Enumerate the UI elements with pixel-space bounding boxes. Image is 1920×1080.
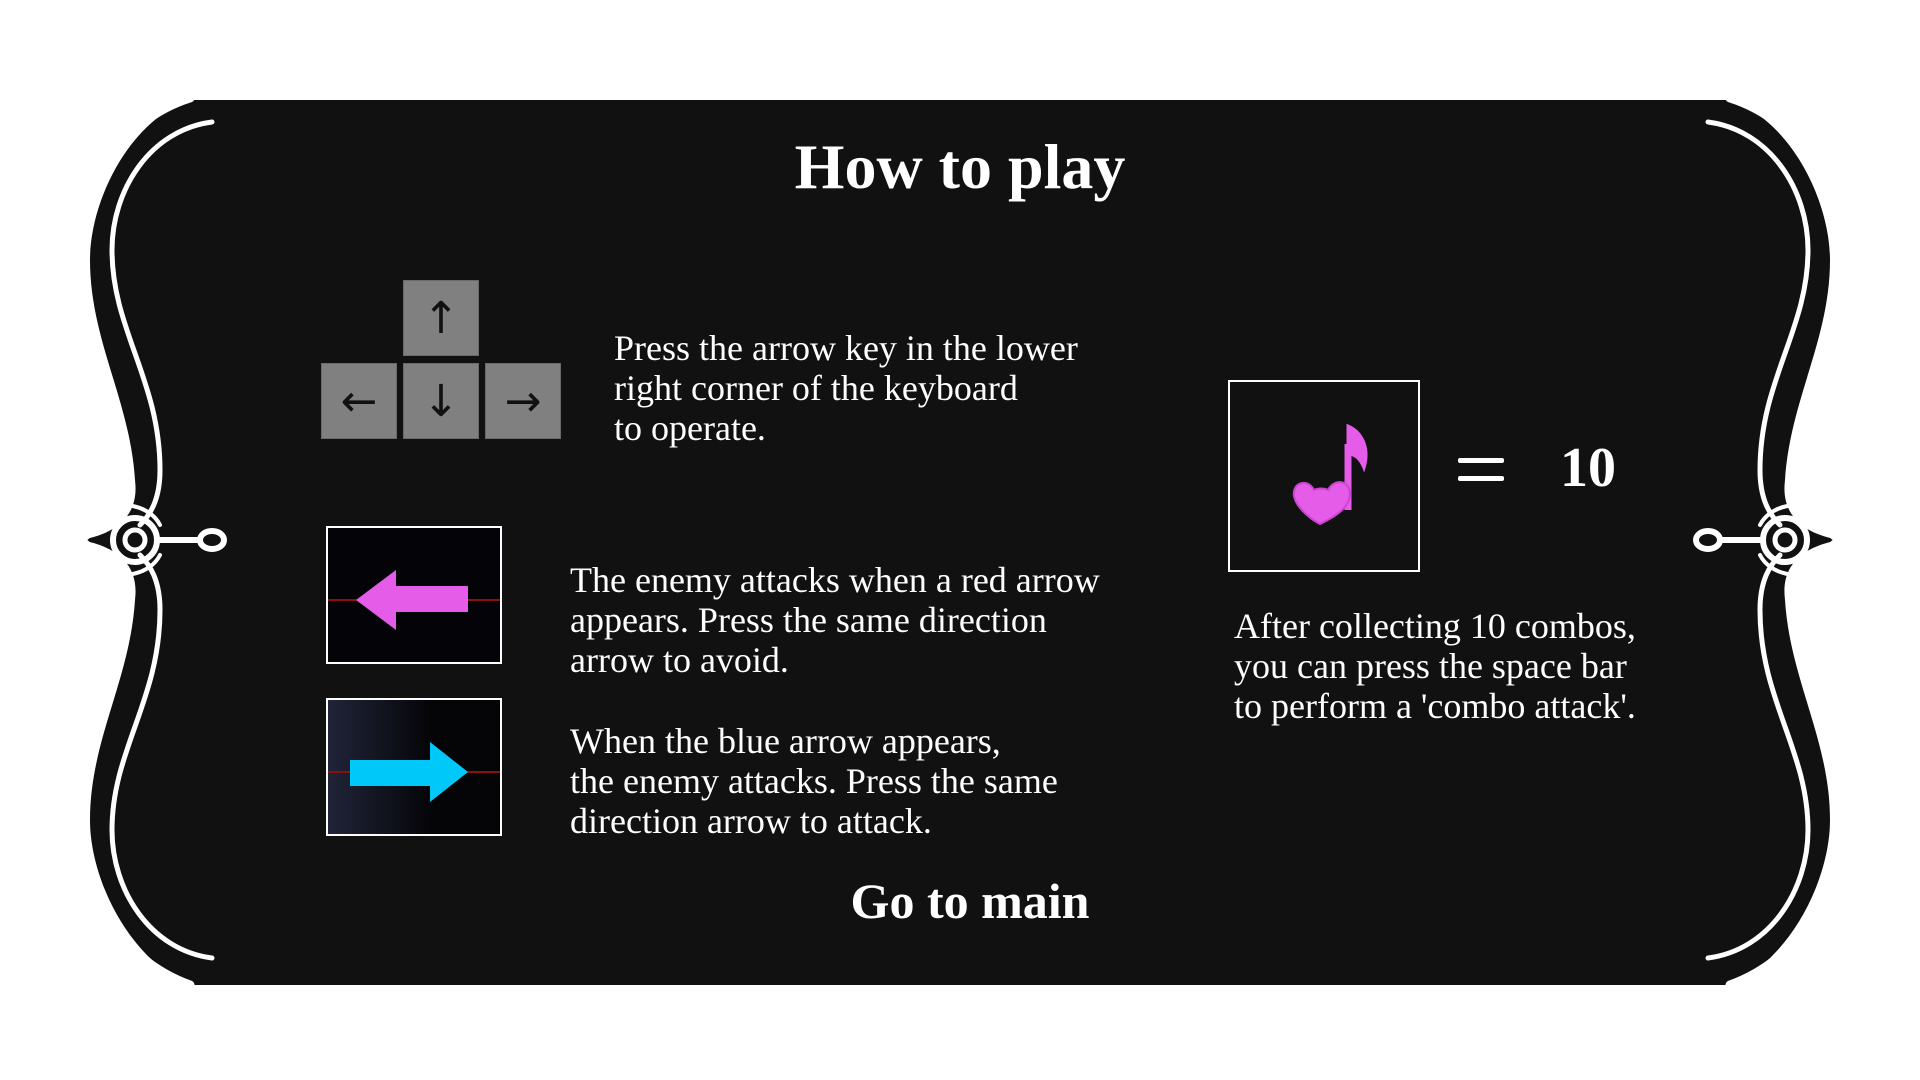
combo-icon-box — [1228, 380, 1420, 572]
player-attack-description: When the blue arrow appears, the enemy a… — [570, 721, 1058, 841]
dark-panel — [80, 100, 1840, 985]
right-arrow-icon: → — [504, 375, 542, 427]
pink-left-arrow-icon — [356, 570, 468, 630]
left-ornament — [73, 93, 227, 990]
combo-description: After collecting 10 combos, you can pres… — [1234, 606, 1636, 726]
combo-count: 10 — [1560, 437, 1616, 499]
page-title: How to play — [794, 131, 1126, 202]
right-ornament — [1693, 93, 1847, 990]
up-arrow-icon: ↑ — [422, 292, 460, 344]
down-arrow-key: ↓ — [403, 363, 479, 439]
enemy-attack-demo — [326, 526, 502, 664]
down-arrow-icon: ↓ — [422, 375, 460, 427]
enemy-attack-description: The enemy attacks when a red arrow appea… — [570, 560, 1100, 680]
player-attack-demo — [326, 698, 502, 836]
up-arrow-key: ↑ — [403, 280, 479, 356]
right-arrow-key: → — [485, 363, 561, 439]
go-to-main-button[interactable]: Go to main — [850, 873, 1090, 929]
blue-right-arrow-icon — [350, 742, 468, 802]
equals-sign — [1458, 452, 1506, 482]
heart-music-note-icon — [1292, 423, 1368, 526]
controls-description: Press the arrow key in the lower right c… — [614, 328, 1078, 448]
left-arrow-icon: ← — [340, 375, 378, 427]
left-arrow-key: ← — [321, 363, 397, 439]
